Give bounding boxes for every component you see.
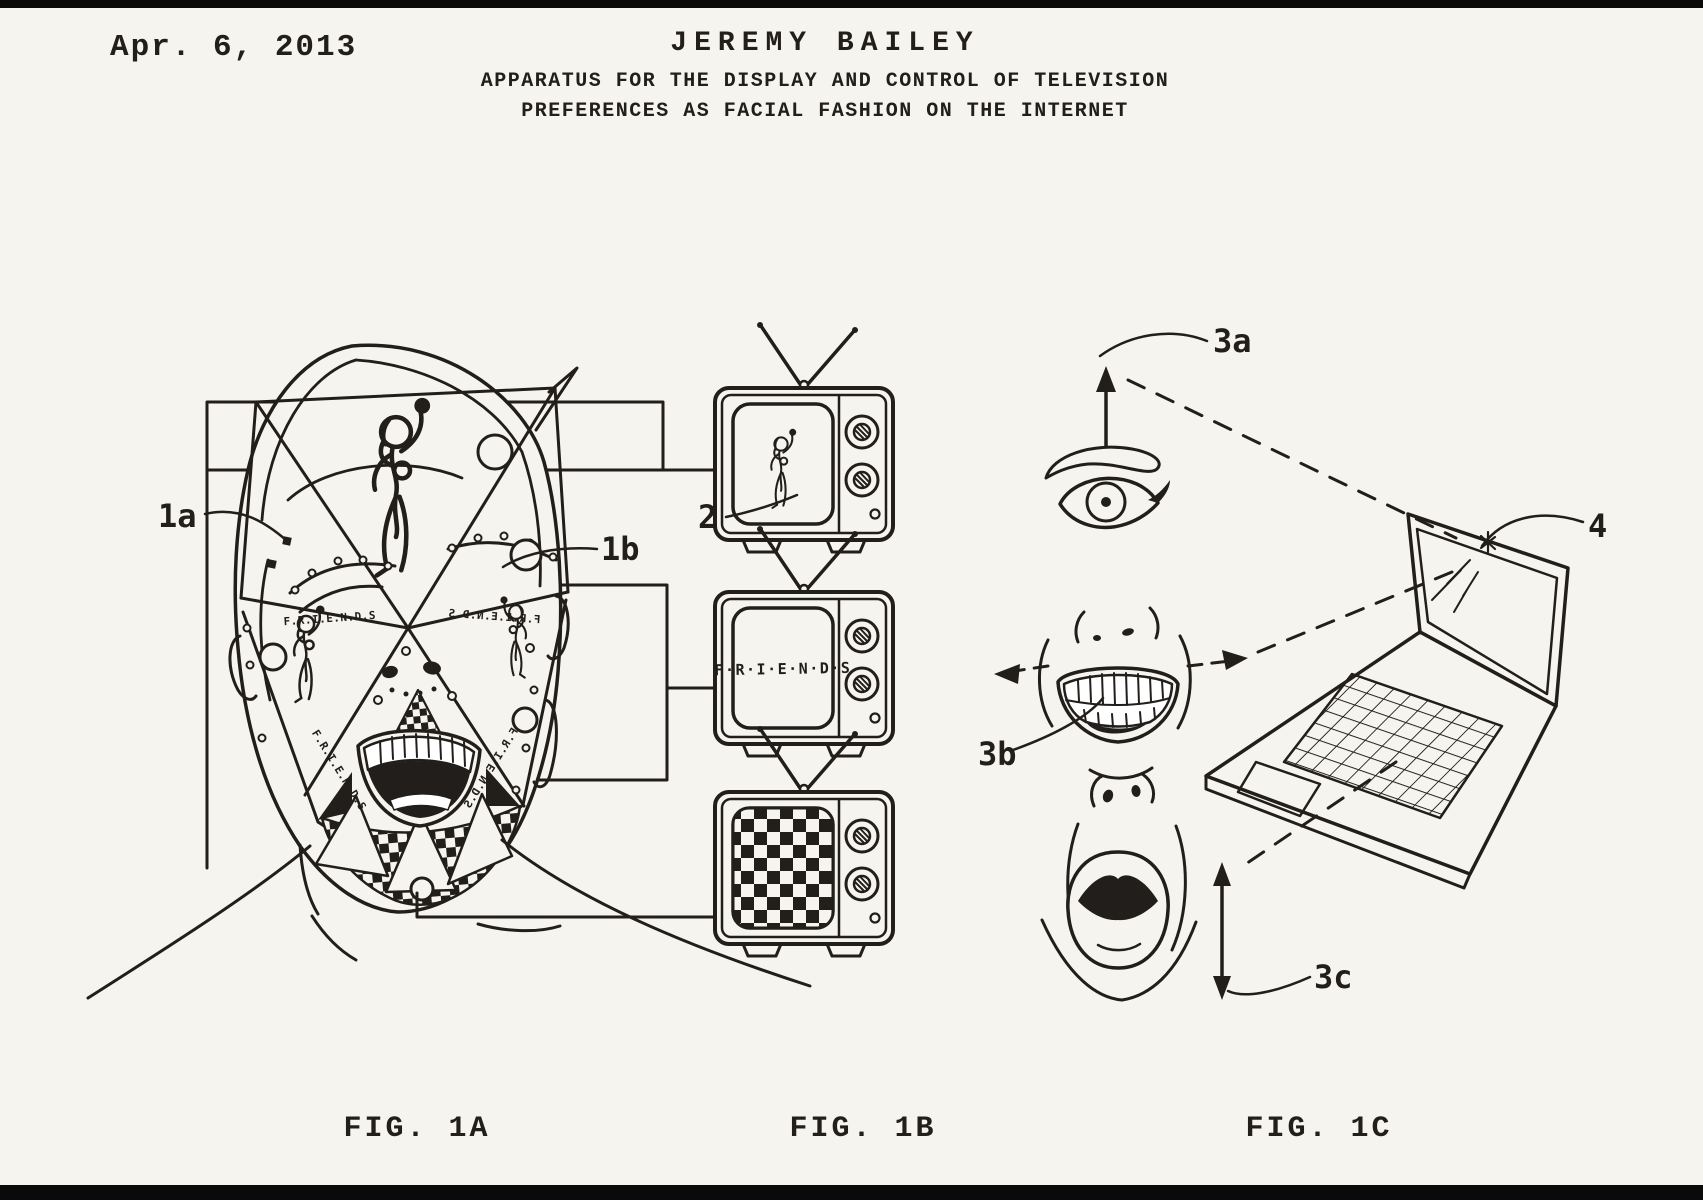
eyebrow — [1046, 447, 1159, 478]
label-4-leader — [1482, 516, 1583, 546]
tv-middle — [715, 526, 893, 756]
mouth-vertical-arrow — [1213, 862, 1231, 1000]
fig1c-group: 3a 3b — [978, 322, 1607, 1000]
label-3c: 3c — [1314, 958, 1353, 996]
mouth-arrow-right-shaft — [1188, 661, 1230, 666]
label-3a: 3a — [1213, 322, 1252, 360]
grin-mouth-figure — [1039, 608, 1190, 778]
fig1b-group: F·R·I·E·N·D·S 2 — [698, 322, 893, 956]
label-3c-leader — [1228, 977, 1310, 994]
label-3b: 3b — [978, 735, 1017, 773]
connector-line-tv-bottom — [417, 893, 715, 917]
fig1a-group: F.R.I.E.N.D.S F.R.I.E.N.D.S F.R.I.E.N.D.… — [88, 345, 810, 998]
label-3a-leader — [1100, 334, 1207, 356]
tv-top — [715, 322, 893, 552]
chin-circle — [411, 878, 433, 900]
eye-lash-corner — [1148, 480, 1170, 503]
eye-figure — [1046, 366, 1170, 527]
mouth-vertical-arrow-head-bottom — [1213, 976, 1231, 1000]
label-2: 2 — [698, 498, 717, 536]
tv-middle-screen-text: F·R·I·E·N·D·S — [714, 659, 851, 679]
label-1a: 1a — [158, 497, 197, 535]
open-mouth-figure — [1042, 774, 1196, 1000]
tv-bottom-screen-checker — [733, 808, 833, 928]
eyebrow-raise-arrow-head — [1096, 366, 1116, 392]
mouth-arrow-right-head — [1222, 650, 1248, 670]
mouth-arrow-left-head — [994, 664, 1020, 684]
label-1b: 1b — [601, 530, 640, 568]
label-4: 4 — [1588, 507, 1607, 545]
laptop — [1206, 514, 1568, 888]
pupil — [1101, 497, 1111, 507]
mouth-vertical-arrow-head-top — [1213, 862, 1231, 886]
